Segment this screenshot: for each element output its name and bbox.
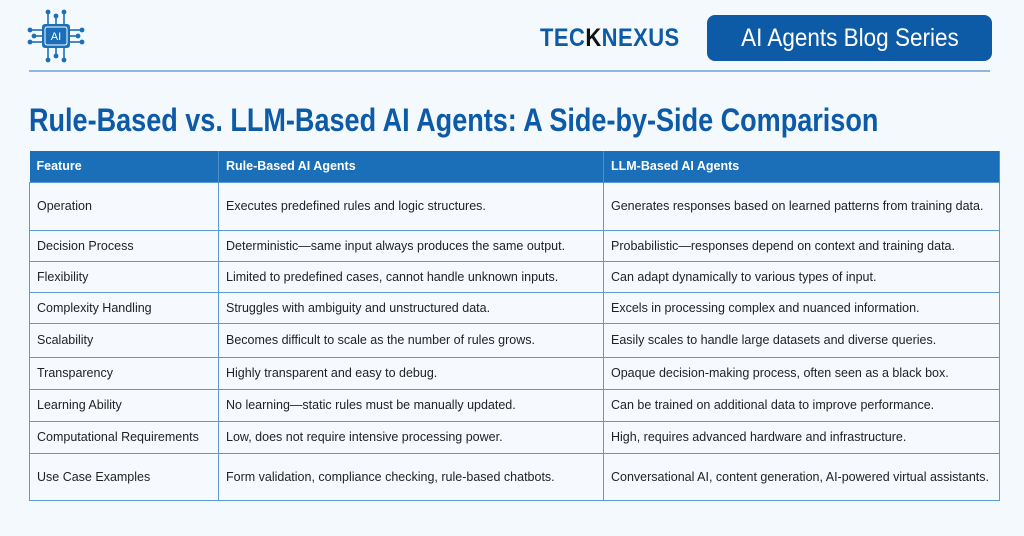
column-header: LLM-Based AI Agents (603, 151, 1000, 182)
rule-based-cell: Deterministic—same input always produces… (218, 229, 604, 262)
llm-based-cell: Can adapt dynamically to various types o… (603, 260, 1000, 293)
svg-text:AI: AI (51, 31, 61, 43)
feature-cell: Use Case Examples (29, 452, 219, 501)
feature-cell: Decision Process (29, 229, 219, 262)
rule-based-cell: Low, does not require intensive processi… (218, 420, 604, 454)
llm-based-cell: Easily scales to handle large datasets a… (603, 322, 1000, 358)
comparison-table: Feature Rule-Based AI Agents LLM-Based A… (29, 151, 1000, 501)
llm-based-cell: Generates responses based on learned pat… (603, 181, 1000, 231)
llm-based-cell: Can be trained on additional data to imp… (603, 388, 1000, 422)
feature-cell: Transparency (29, 356, 219, 390)
llm-based-cell: High, requires advanced hardware and inf… (603, 420, 1000, 454)
rule-based-cell: Highly transparent and easy to debug. (218, 356, 604, 390)
rule-based-cell: Struggles with ambiguity and unstructure… (218, 291, 604, 324)
feature-cell: Flexibility (29, 260, 219, 293)
llm-based-cell: Probabilistic—responses depend on contex… (603, 229, 1000, 262)
llm-based-cell: Conversational AI, content generation, A… (603, 452, 1000, 501)
feature-cell: Computational Requirements (29, 420, 219, 454)
column-header: Rule-Based AI Agents (218, 151, 604, 182)
rule-based-cell: Limited to predefined cases, cannot hand… (218, 260, 604, 293)
feature-cell: Scalability (29, 322, 219, 358)
header-divider (29, 70, 990, 72)
page-title: Rule-Based vs. LLM-Based AI Agents: A Si… (29, 102, 879, 138)
feature-cell: Learning Ability (29, 388, 219, 422)
rule-based-cell: Form validation, compliance checking, ru… (218, 452, 604, 501)
blog-series-badge: AI Agents Blog Series (707, 15, 992, 61)
feature-cell: Complexity Handling (29, 291, 219, 324)
llm-based-cell: Opaque decision-making process, often se… (603, 356, 1000, 390)
rule-based-cell: Executes predefined rules and logic stru… (218, 181, 604, 231)
column-header: Feature (29, 151, 219, 182)
table-header-row: Feature Rule-Based AI Agents LLM-Based A… (29, 151, 1000, 182)
brand-name: TECKNEXUS (540, 24, 680, 52)
llm-based-cell: Excels in processing complex and nuanced… (603, 291, 1000, 324)
rule-based-cell: Becomes difficult to scale as the number… (218, 322, 604, 358)
feature-cell: Operation (29, 181, 219, 231)
rule-based-cell: No learning—static rules must be manuall… (218, 388, 604, 422)
ai-chip-logo-icon: AI (27, 9, 85, 63)
